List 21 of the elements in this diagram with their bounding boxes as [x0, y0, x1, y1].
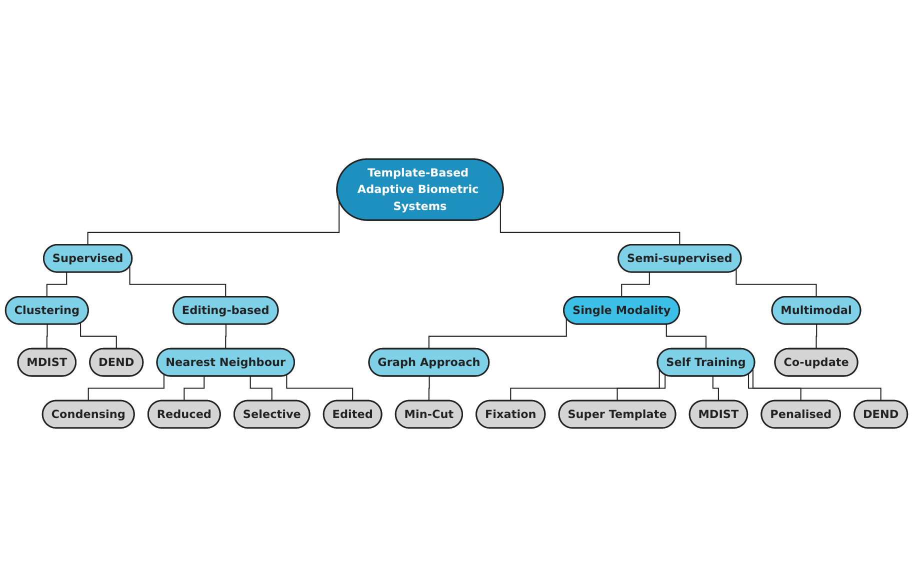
connector — [616, 374, 666, 402]
connector — [712, 376, 720, 402]
connector — [129, 266, 226, 298]
connector — [225, 324, 226, 350]
connector — [816, 324, 818, 350]
connector — [500, 203, 681, 246]
connector — [88, 374, 164, 402]
connector — [752, 370, 882, 402]
connector — [748, 374, 802, 402]
connector — [736, 269, 818, 298]
connector — [184, 376, 205, 402]
connector — [46, 324, 48, 350]
connector — [428, 318, 567, 350]
connector — [250, 376, 273, 402]
connector — [46, 272, 68, 298]
connector — [428, 376, 430, 402]
connector — [510, 368, 660, 402]
connector — [621, 272, 650, 298]
connector — [666, 324, 707, 350]
connector — [286, 375, 354, 402]
connector — [80, 323, 118, 350]
